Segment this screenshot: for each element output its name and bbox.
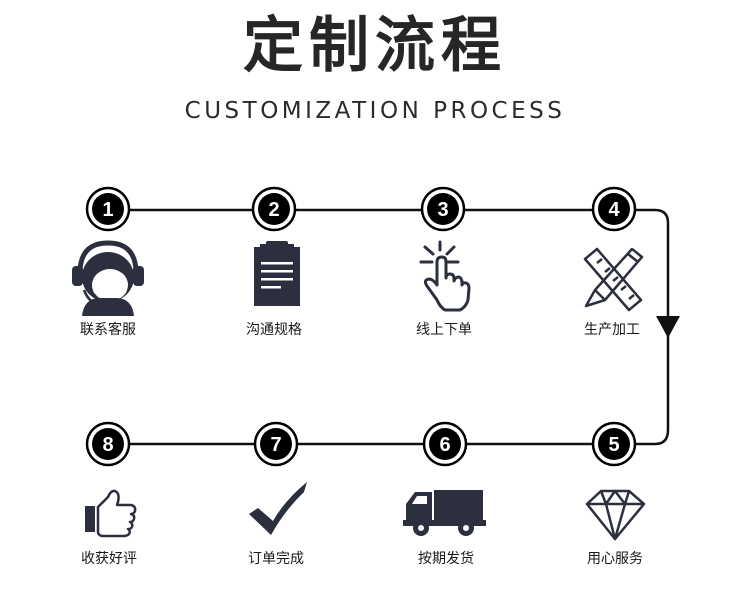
- thumbs-up-icon: [85, 489, 137, 538]
- hand-tap-icon: [419, 240, 471, 312]
- step-number: 7: [270, 434, 281, 456]
- step-marker-1: 1: [85, 186, 131, 232]
- step-marker-2: 2: [251, 186, 297, 232]
- step-number: 8: [102, 434, 113, 456]
- step-label-6: 按期发货: [418, 551, 474, 567]
- page-subtitle: CUSTOMIZATION PROCESS: [184, 98, 566, 124]
- clipboard-icon: [254, 241, 300, 306]
- step-label-3: 线上下单: [416, 322, 472, 338]
- checkmark-icon: [249, 482, 307, 535]
- step-label-4: 生产加工: [584, 322, 640, 338]
- step-number: 6: [439, 434, 450, 456]
- ruler-pencil-icon: [583, 247, 644, 312]
- step-marker-7: 7: [253, 421, 299, 467]
- step-label-5: 用心服务: [587, 551, 643, 567]
- step-label-8: 收获好评: [81, 551, 137, 567]
- step-number: 5: [608, 434, 619, 456]
- step-label-1: 联系客服: [80, 322, 136, 338]
- step-marker-8: 8: [85, 421, 131, 467]
- step-marker-3: 3: [420, 186, 466, 232]
- flow-arrow-down: [656, 316, 680, 338]
- step-label-7: 订单完成: [248, 551, 304, 567]
- headset-icon: [72, 240, 144, 316]
- step-label-2: 沟通规格: [246, 322, 302, 338]
- step-number: 2: [268, 199, 279, 221]
- step-marker-4: 4: [591, 186, 637, 232]
- step-number: 4: [608, 199, 620, 221]
- page-title: 定制流程: [243, 11, 507, 81]
- delivery-truck-icon: [403, 490, 486, 536]
- step-marker-6: 6: [422, 421, 468, 467]
- step-number: 1: [102, 199, 113, 221]
- step-number: 3: [437, 199, 448, 221]
- diamond-icon: [585, 489, 646, 541]
- step-marker-5: 5: [591, 421, 637, 467]
